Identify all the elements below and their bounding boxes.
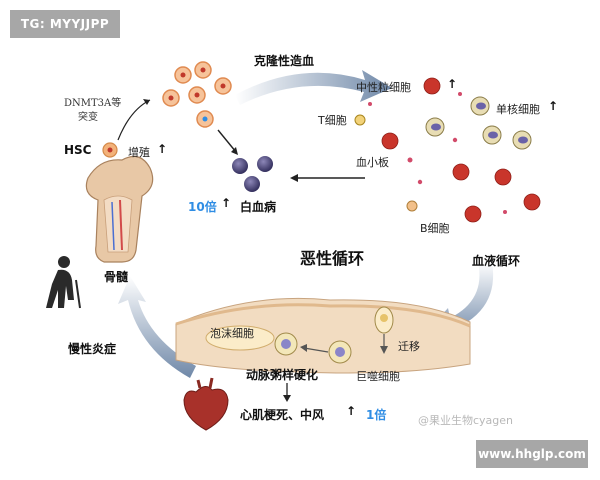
tcell-icon — [354, 114, 366, 126]
platelet-dots — [368, 92, 507, 214]
neutrophil-label: 中性粒细胞 — [356, 81, 411, 94]
migration-label: 迁移 — [398, 340, 420, 353]
foam-cell-label: 泡沫细胞 — [210, 327, 254, 340]
monocyte-up-arrow: ↑ — [548, 99, 559, 113]
left-cycle-arrow — [118, 276, 196, 378]
vicious-cycle-title: 恶性循环 — [300, 249, 365, 268]
bone-marrow-label: 骨髓 — [104, 270, 129, 284]
onefold-label: 1倍 — [366, 408, 387, 422]
mi-up-arrow: ↑ — [346, 404, 357, 418]
hsc-label: HSC — [64, 143, 92, 157]
macrophage-label: 巨噬细胞 — [356, 370, 400, 383]
top-cycle-arrow — [235, 70, 392, 105]
monocyte-cells — [425, 96, 532, 150]
leukemia-label: 白血病 — [240, 200, 277, 214]
hsc-to-clone-arrow — [117, 99, 151, 141]
vessel-plaque-icon — [175, 297, 471, 374]
mutation-label: 突变 — [78, 112, 98, 123]
clonal-hematopoiesis-label: 克隆性造血 — [254, 54, 315, 68]
neutrophil-up-arrow: ↑ — [447, 77, 458, 91]
neutrophil-cells — [381, 77, 541, 223]
clone-cell-cluster — [162, 61, 232, 128]
watermark-text: @果业生物cyagen — [418, 414, 514, 427]
leukemia-cells-icon — [232, 156, 273, 192]
bone-icon — [85, 155, 154, 263]
top-left-badge: TG: MYYJJPP — [10, 10, 120, 38]
bcell-icon — [406, 200, 418, 212]
bottom-right-badge: www.hhglp.com — [476, 440, 588, 468]
dnmt3a-label: DNMT3A等 — [64, 98, 122, 109]
clone-to-leukemia-arrow — [217, 129, 237, 153]
proliferation-up-arrow: ↑ — [157, 142, 168, 156]
monocyte-label: 单核细胞 — [496, 103, 540, 116]
tcell-label: T细胞 — [318, 114, 347, 127]
blood-circulation-label: 血液循环 — [472, 254, 521, 268]
chronic-inflammation-label: 慢性炎症 — [68, 342, 117, 356]
heart-icon — [183, 377, 229, 431]
elderly-person-icon — [46, 256, 81, 309]
mi-stroke-label: 心肌梗死、中风 — [240, 408, 325, 422]
proliferation-label: 增殖 — [128, 146, 150, 159]
atherosclerosis-label: 动脉粥样硬化 — [246, 368, 319, 382]
platelet-label: 血小板 — [356, 156, 389, 169]
bcell-label: B细胞 — [420, 222, 450, 235]
tenfold-label: 10倍 — [188, 200, 217, 214]
tenfold-up-arrow: ↑ — [221, 196, 232, 210]
